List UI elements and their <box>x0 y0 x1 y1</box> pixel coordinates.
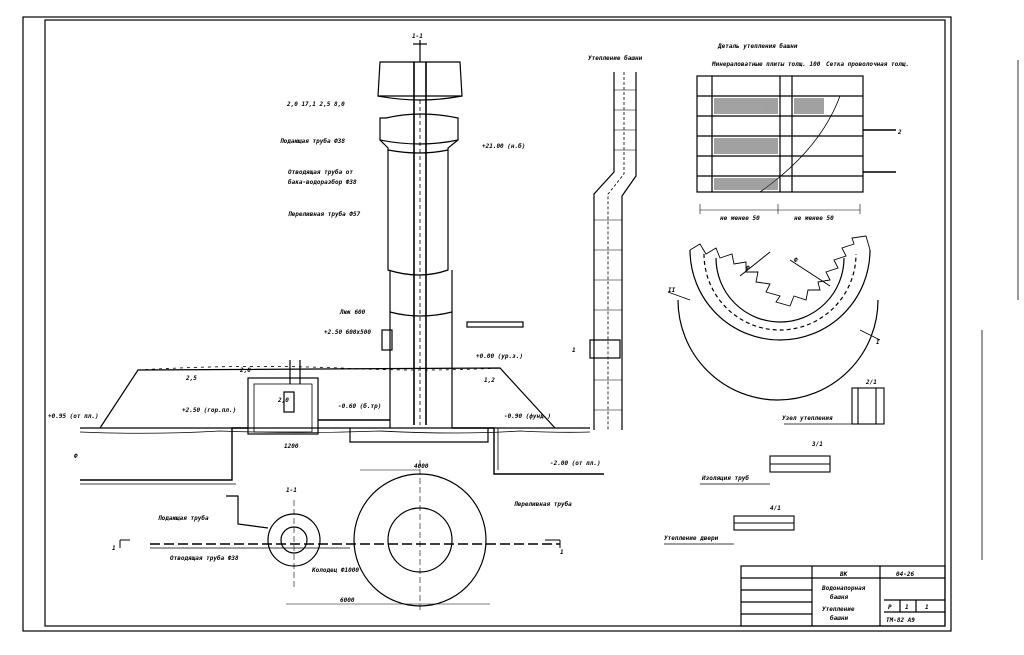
wall-dim-left: не менее 50 <box>720 215 760 222</box>
shaft-title: Утепление башни <box>588 55 643 62</box>
title-block <box>740 565 946 627</box>
level-base: -0.90 (фунд.) <box>504 413 551 420</box>
ring-mark-b: Ф <box>794 257 798 264</box>
hatch <box>381 329 393 351</box>
wall-title: Деталь утепления башни <box>717 43 798 50</box>
height-sub: 2,0 <box>239 367 251 374</box>
main-elevation <box>79 40 604 485</box>
top-labels: 2,0 17,1 2,5 8,0 <box>286 101 345 108</box>
valve-chamber <box>247 377 319 435</box>
outer-frame <box>22 16 952 632</box>
shaft-tag: 1 <box>572 347 576 354</box>
ring-detail <box>667 235 881 401</box>
tb-stage: Р <box>888 604 892 611</box>
wall-dim-right: не менее 50 <box>794 215 834 222</box>
plan-base-dim: 6000 <box>340 597 355 604</box>
height-chamber: 2,0 <box>277 397 289 404</box>
plan-overflow: Переливная труба <box>514 501 572 508</box>
level-deep: -2.00 (от пл.) <box>550 460 601 467</box>
water-tank <box>379 113 459 276</box>
callout-vent: Люк 600 <box>339 309 366 316</box>
wall-tag: 2 <box>897 129 902 136</box>
callout-pipe-b: Отводящая труба от <box>288 169 353 176</box>
tb-name-1: Водонапорная <box>821 585 866 592</box>
top-mark: 1-1 <box>412 33 423 40</box>
plan-left-section: 1 <box>112 545 116 552</box>
plan-right-section: 1 <box>560 549 564 556</box>
embankment <box>99 367 556 429</box>
detail-2-mark: 3/1 <box>811 441 823 448</box>
level-mid: +2.50 (гор.пл.) <box>182 407 236 414</box>
level-ground: +0.00 (ур.з.) <box>476 353 523 360</box>
ring-left-tag: II <box>668 287 676 294</box>
detail-1-mark: 2/1 <box>865 379 877 386</box>
tb-name-4: башни <box>830 615 848 622</box>
wall-right-note: Сетка проволочная толщ. <box>826 61 909 68</box>
level-top-right: +21.00 (н.б) <box>482 143 525 150</box>
level-pipe: -0.60 (б.тр) <box>338 403 381 410</box>
detail-3-label: Утепление двери <box>664 535 719 542</box>
roof-plate <box>466 321 524 328</box>
tb-name-2: башня <box>830 594 848 601</box>
ring-mark-a: Ф <box>746 265 750 272</box>
callout-pipe-b2: бака-водоразбор Ф38 <box>288 179 357 186</box>
plan-drain: Отводящая труба Ф38 <box>170 555 239 562</box>
plan-tank-dim: 4000 <box>414 463 429 470</box>
tb-sheets-total: 1 <box>925 604 929 611</box>
plan-view <box>119 460 561 610</box>
shaft-section <box>589 72 637 430</box>
detail-1-label: Узел утепления <box>782 415 833 422</box>
dim-chamber: 1200 <box>284 443 299 450</box>
wall-detail-hatch <box>714 98 824 190</box>
foundation <box>349 428 489 443</box>
tb-project-no: 04-26 <box>896 571 914 578</box>
ring-right-tag: I <box>876 339 880 346</box>
tb-format: ТМ-82 А9 <box>886 617 915 624</box>
wall-detail <box>696 75 896 214</box>
level-hatch: +2.50 600x500 <box>324 329 371 336</box>
level-left: +0.95 (от пл.) <box>48 413 99 420</box>
left-tag: Ф <box>74 453 78 460</box>
tb-sheet-no: 1 <box>905 604 909 611</box>
tower-shaft <box>389 270 453 428</box>
callout-pipe-a: Подающая труба Ф38 <box>280 138 345 145</box>
detail-2-label: Изоляция труб <box>701 475 749 482</box>
inner-frame <box>44 19 946 627</box>
plan-supply: Подающая труба <box>158 515 209 522</box>
tb-code: ВК <box>839 571 849 578</box>
small-details <box>664 387 885 545</box>
callout-pipe-c: Переливная труба Ф57 <box>288 211 361 218</box>
height-left: 2,5 <box>185 375 197 382</box>
height-right: 1,2 <box>484 377 495 384</box>
tank-roof <box>377 61 463 97</box>
detail-3-mark: 4/1 <box>770 505 781 512</box>
plan-mark: 1-1 <box>286 487 297 494</box>
plan-chamber: Колодец Ф1000 <box>311 567 359 574</box>
wall-left-note: Минераловатные плиты толщ. 100 <box>711 61 821 68</box>
tb-name-3: Утепление <box>822 606 855 613</box>
